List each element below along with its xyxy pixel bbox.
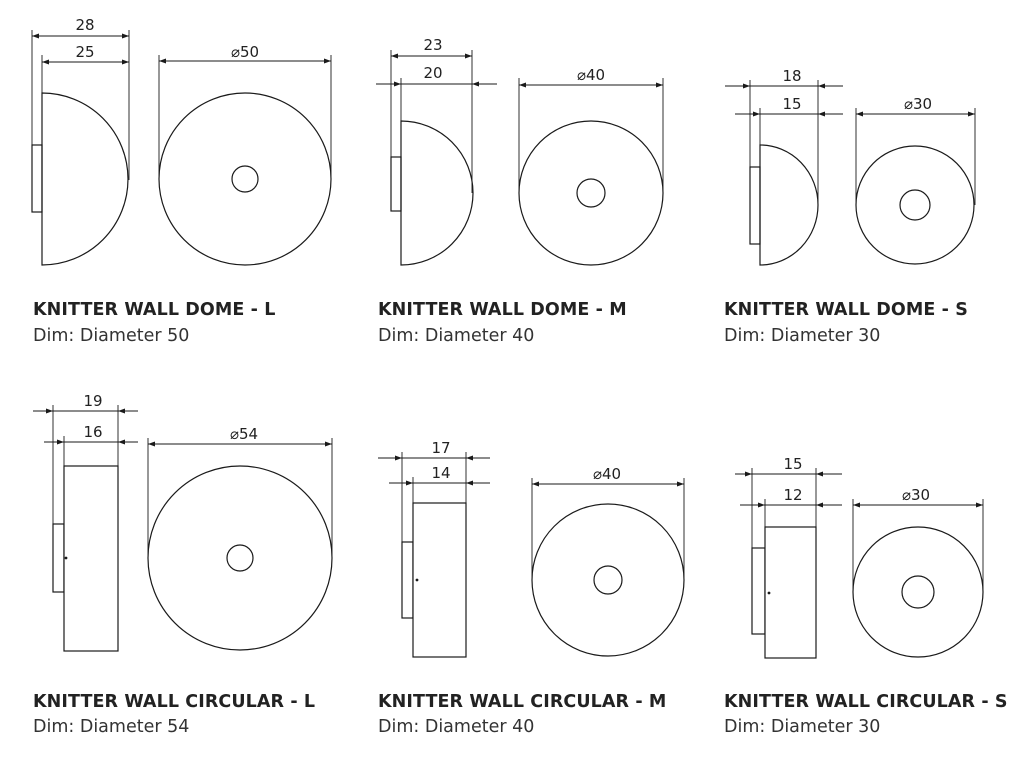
circular-s-inner-dimension: 12 <box>740 486 842 527</box>
dome-s-side-view <box>749 144 819 266</box>
circular-m-diameter-label: ⌀40 <box>593 465 621 483</box>
dome-l-outer-label: 28 <box>75 16 94 34</box>
dome-s-diameter-label: ⌀30 <box>904 95 932 113</box>
diameter-symbol: ⌀ <box>904 95 913 113</box>
circular-m-diameter-dimension: ⌀40 <box>531 465 685 580</box>
dome-m-front-view <box>518 120 664 266</box>
circular-s-diameter-value: 30 <box>911 486 930 504</box>
circular-m-inner-dimension: 14 <box>389 464 490 503</box>
circular-m-outer-dimension: 17 <box>378 439 490 542</box>
circular-s-diameter-dimension: ⌀30 <box>852 486 984 592</box>
dome-l-front-view <box>158 92 332 266</box>
dome-s-outer-dimension: 18 <box>725 67 843 205</box>
circular-l-diameter-dimension: ⌀54 <box>147 425 333 558</box>
circular-l-outer-dimension: 19 <box>33 392 138 524</box>
circular-m-outer-label: 17 <box>431 439 450 457</box>
dome-m-inner-label: 20 <box>423 64 442 82</box>
circular-m-title: KNITTER WALL CIRCULAR - M <box>378 692 667 712</box>
diameter-symbol: ⌀ <box>230 425 239 443</box>
dome-m-title: KNITTER WALL DOME - M <box>378 300 627 320</box>
circular-l-inner-dimension: 16 <box>44 423 138 466</box>
dome-l-outer-dimension: 28 <box>31 16 130 180</box>
dome-s-drawing: 18 15 ⌀30 <box>725 67 976 266</box>
circular-s-dimension-caption: Dim: Diameter 30 <box>724 717 881 737</box>
circular-m-diameter-value: 40 <box>602 465 621 483</box>
dome-m-diameter-label: ⌀40 <box>577 66 605 84</box>
circular-s-outer-dimension: 15 <box>735 455 842 548</box>
circular-s-side-view <box>751 526 817 659</box>
circular-l-inner-label: 16 <box>83 423 102 441</box>
dome-s-outer-label: 18 <box>782 67 801 85</box>
dome-m-dimension-caption: Dim: Diameter 40 <box>378 326 535 346</box>
dome-s-inner-label: 15 <box>782 95 801 113</box>
circular-s-drawing: 15 12 ⌀30 <box>735 455 984 659</box>
circular-m-drawing: 17 14 ⌀40 <box>378 439 685 658</box>
dome-l-diameter-dimension: ⌀50 <box>158 43 332 179</box>
circular-s-front-view <box>852 526 984 658</box>
diameter-symbol: ⌀ <box>902 486 911 504</box>
dome-s-diameter-dimension: ⌀30 <box>855 95 976 205</box>
diameter-symbol: ⌀ <box>593 465 602 483</box>
dome-l-title: KNITTER WALL DOME - L <box>33 300 276 320</box>
circular-l-outer-label: 19 <box>83 392 102 410</box>
dome-m-diameter-dimension: ⌀40 <box>518 66 664 193</box>
dome-m-outer-dimension: 23 <box>390 36 473 193</box>
dome-s-dimension-caption: Dim: Diameter 30 <box>724 326 881 346</box>
circular-l-diameter-label: ⌀54 <box>230 425 258 443</box>
circular-l-side-view <box>52 465 119 652</box>
circular-l-drawing: 19 16 ⌀54 <box>33 392 333 652</box>
dome-s-title: KNITTER WALL DOME - S <box>724 300 968 320</box>
circular-l-title: KNITTER WALL CIRCULAR - L <box>33 692 316 712</box>
dome-l-inner-label: 25 <box>75 43 94 61</box>
dome-l-side-view <box>31 92 129 266</box>
circular-s-title: KNITTER WALL CIRCULAR - S <box>724 692 1008 712</box>
circular-l-diameter-value: 54 <box>239 425 258 443</box>
circular-s-diameter-label: ⌀30 <box>902 486 930 504</box>
circular-m-side-view <box>401 502 467 658</box>
circular-s-inner-label: 12 <box>783 486 802 504</box>
dome-l-diameter-value: 50 <box>240 43 259 61</box>
circular-s-outer-label: 15 <box>783 455 802 473</box>
dome-l-dimension-caption: Dim: Diameter 50 <box>33 326 190 346</box>
circular-m-front-view <box>531 503 685 657</box>
dome-l-inner-dimension: 25 <box>41 43 129 93</box>
circular-m-inner-label: 14 <box>431 464 450 482</box>
diameter-symbol: ⌀ <box>577 66 586 84</box>
dome-s-front-view <box>855 145 975 265</box>
dome-m-outer-label: 23 <box>423 36 442 54</box>
dome-m-inner-dimension: 20 <box>376 64 497 121</box>
diameter-symbol: ⌀ <box>231 43 240 61</box>
dome-m-diameter-value: 40 <box>586 66 605 84</box>
dome-m-side-view <box>390 120 474 266</box>
dome-s-diameter-value: 30 <box>913 95 932 113</box>
circular-m-dimension-caption: Dim: Diameter 40 <box>378 717 535 737</box>
dome-m-drawing: 23 20 ⌀40 <box>376 36 664 266</box>
dome-l-drawing: 28 25 ⌀50 <box>31 16 332 266</box>
dome-l-diameter-label: ⌀50 <box>231 43 259 61</box>
dome-s-inner-dimension: 15 <box>735 95 843 145</box>
circular-l-dimension-caption: Dim: Diameter 54 <box>33 717 190 737</box>
circular-l-front-view <box>147 465 333 651</box>
